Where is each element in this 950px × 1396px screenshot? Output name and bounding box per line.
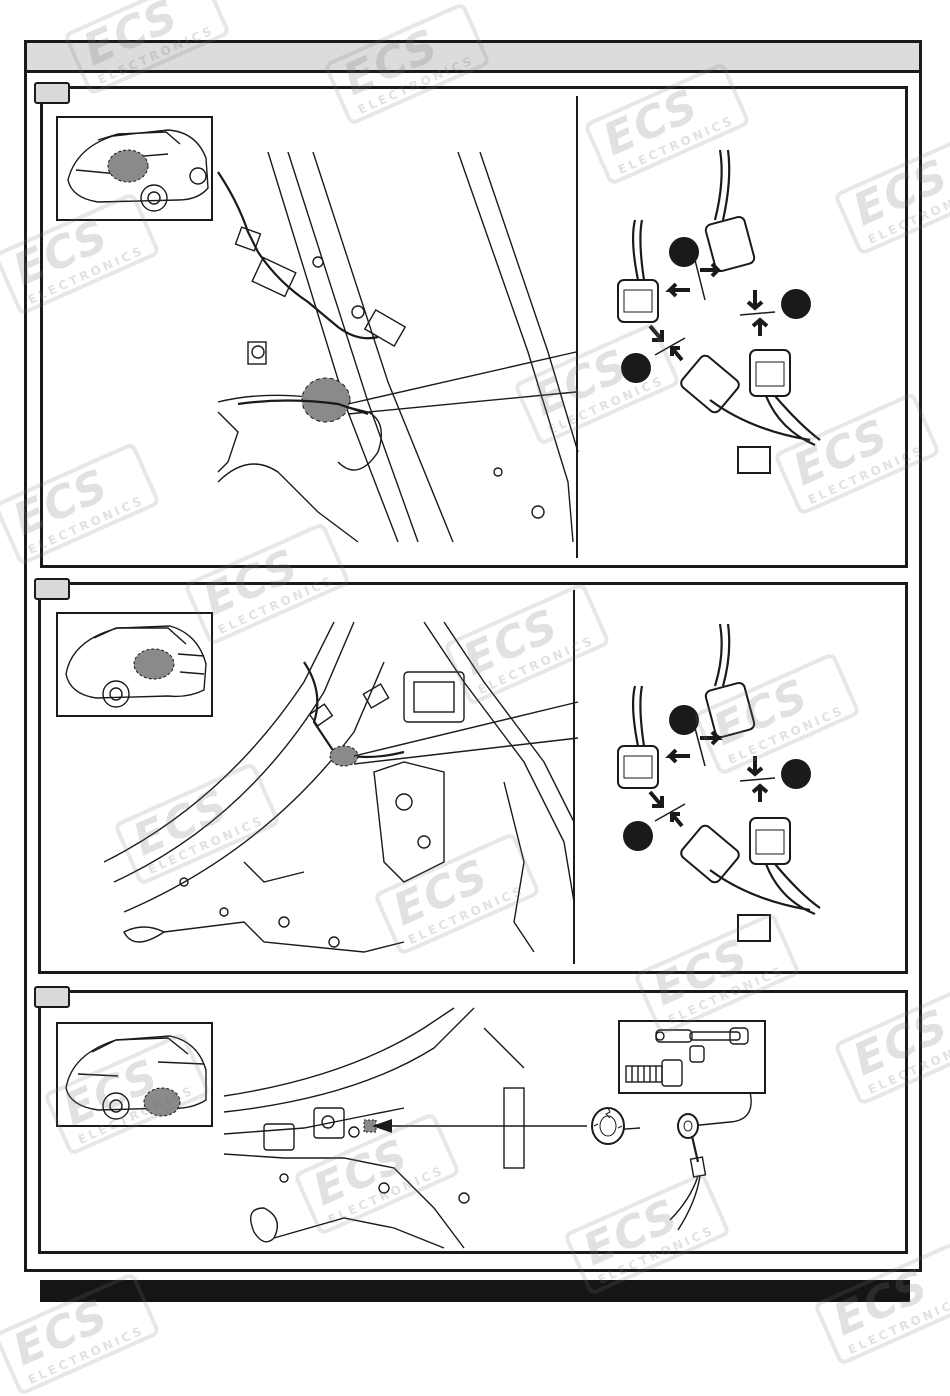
step-1-connector-note — [737, 446, 771, 474]
step-3-number — [34, 986, 70, 1008]
car-thumbnail-icon — [56, 1022, 213, 1127]
callout-2 — [781, 289, 811, 319]
ring-terminal-icon — [669, 1113, 707, 1231]
callout-3 — [621, 353, 651, 383]
lock-washer-icon — [591, 1107, 625, 1145]
ratchet-icon — [655, 1027, 749, 1045]
step-1-detail-drawing — [217, 151, 579, 543]
step-2-connector-diagram — [617, 623, 821, 916]
tools-box — [618, 1020, 766, 1094]
car-thumbnail-icon — [56, 612, 213, 717]
page-frame — [24, 40, 922, 1272]
step-2-connector-note — [737, 914, 771, 942]
footer-bar — [40, 1280, 910, 1302]
step-3-detail-drawing — [223, 1007, 525, 1249]
step-2-detail-drawing — [103, 621, 579, 953]
header-bar — [27, 43, 919, 73]
callout-1 — [669, 705, 699, 735]
step-1-connector-diagram — [617, 149, 821, 447]
step-2-number — [34, 578, 70, 600]
socket-icon — [689, 1045, 705, 1063]
step-1-number — [34, 82, 70, 104]
mounting-arrow-icon — [372, 1119, 587, 1133]
bolt-icon — [625, 1059, 683, 1087]
step-1-divider — [576, 96, 578, 558]
car-thumbnail-icon — [56, 116, 213, 221]
callout-2 — [781, 759, 811, 789]
step-2-divider — [573, 590, 575, 964]
callout-1 — [669, 237, 699, 267]
callout-3 — [623, 821, 653, 851]
